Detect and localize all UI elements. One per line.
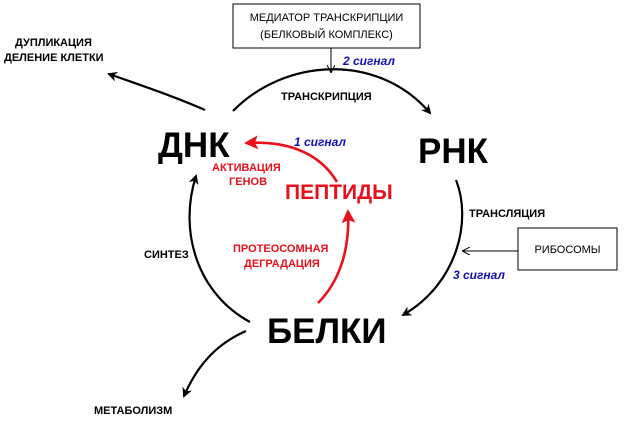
translation-label: ТРАНСЛЯЦИЯ — [469, 208, 545, 220]
rna-label: РНК — [418, 132, 489, 171]
ribosomes-label: РИБОСОМЫ — [534, 244, 600, 256]
transcription-label: ТРАНСКРИПЦИЯ — [281, 91, 372, 103]
metabolism-label: МЕТАБОЛИЗМ — [94, 405, 172, 417]
mediator-label-line2: (БЕЛКОВЫЙ КОМПЛЕКС) — [260, 28, 393, 41]
signal-1-label: 1 сигнал — [294, 135, 346, 149]
translation-arrow — [401, 179, 464, 317]
duplication-arrow — [107, 71, 206, 112]
proteins-label: БЕЛКИ — [267, 312, 387, 351]
gene-activation-label-line1: АКТИВАЦИЯ — [212, 162, 281, 174]
ribosomes-box — [517, 227, 618, 271]
peptides-label: ПЕПТИДЫ — [285, 181, 393, 204]
metabolism-arrow — [182, 329, 247, 398]
proteasome-label-line2: ДЕГРАДАЦИЯ — [244, 258, 320, 270]
proteasome-label-line1: ПРОТЕОСОМНАЯ — [233, 243, 329, 255]
signal-2-label: 2 сигнал — [342, 54, 395, 68]
proteasome-degradation-arrow — [317, 209, 356, 304]
dna-label: ДНК — [158, 126, 230, 165]
synthesis-label: СИНТЕЗ — [144, 249, 189, 261]
synthesis-arrow — [188, 174, 251, 323]
gene-activation-arrow — [244, 135, 339, 183]
mediator-box — [232, 3, 421, 49]
gene-activation-label-line2: ГЕНОВ — [229, 176, 267, 188]
mediator-label-line1: МЕДИАТОР ТРАНСКРИПЦИИ — [250, 12, 404, 24]
duplication-label-line2: ДЕЛЕНИЕ КЛЕТКИ — [4, 52, 104, 64]
signal-3-label: 3 сигнал — [453, 268, 505, 282]
duplication-label-line1: ДУПЛИКАЦИЯ — [15, 37, 92, 49]
